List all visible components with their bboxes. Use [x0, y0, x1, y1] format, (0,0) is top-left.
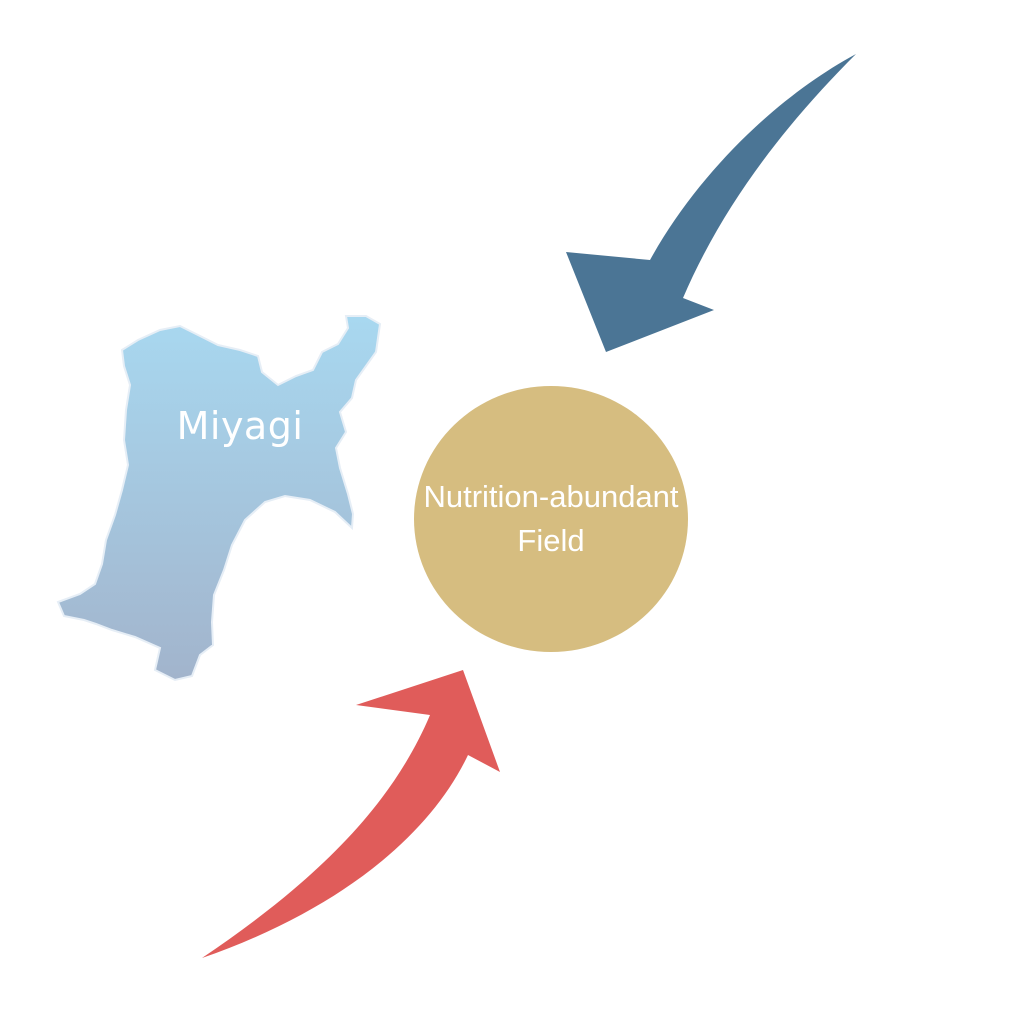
center-node-label: Nutrition-abundant Field: [414, 386, 688, 652]
center-node-circle: [414, 386, 688, 652]
inflow-arrow-bottom: [202, 670, 500, 958]
center-node-line2: Field: [517, 523, 585, 558]
miyagi-map-icon: [56, 315, 382, 682]
center-node-line1: Nutrition-abundant: [423, 479, 679, 514]
inflow-arrow-top: [566, 54, 856, 352]
region-label: Miyagi: [176, 404, 304, 448]
